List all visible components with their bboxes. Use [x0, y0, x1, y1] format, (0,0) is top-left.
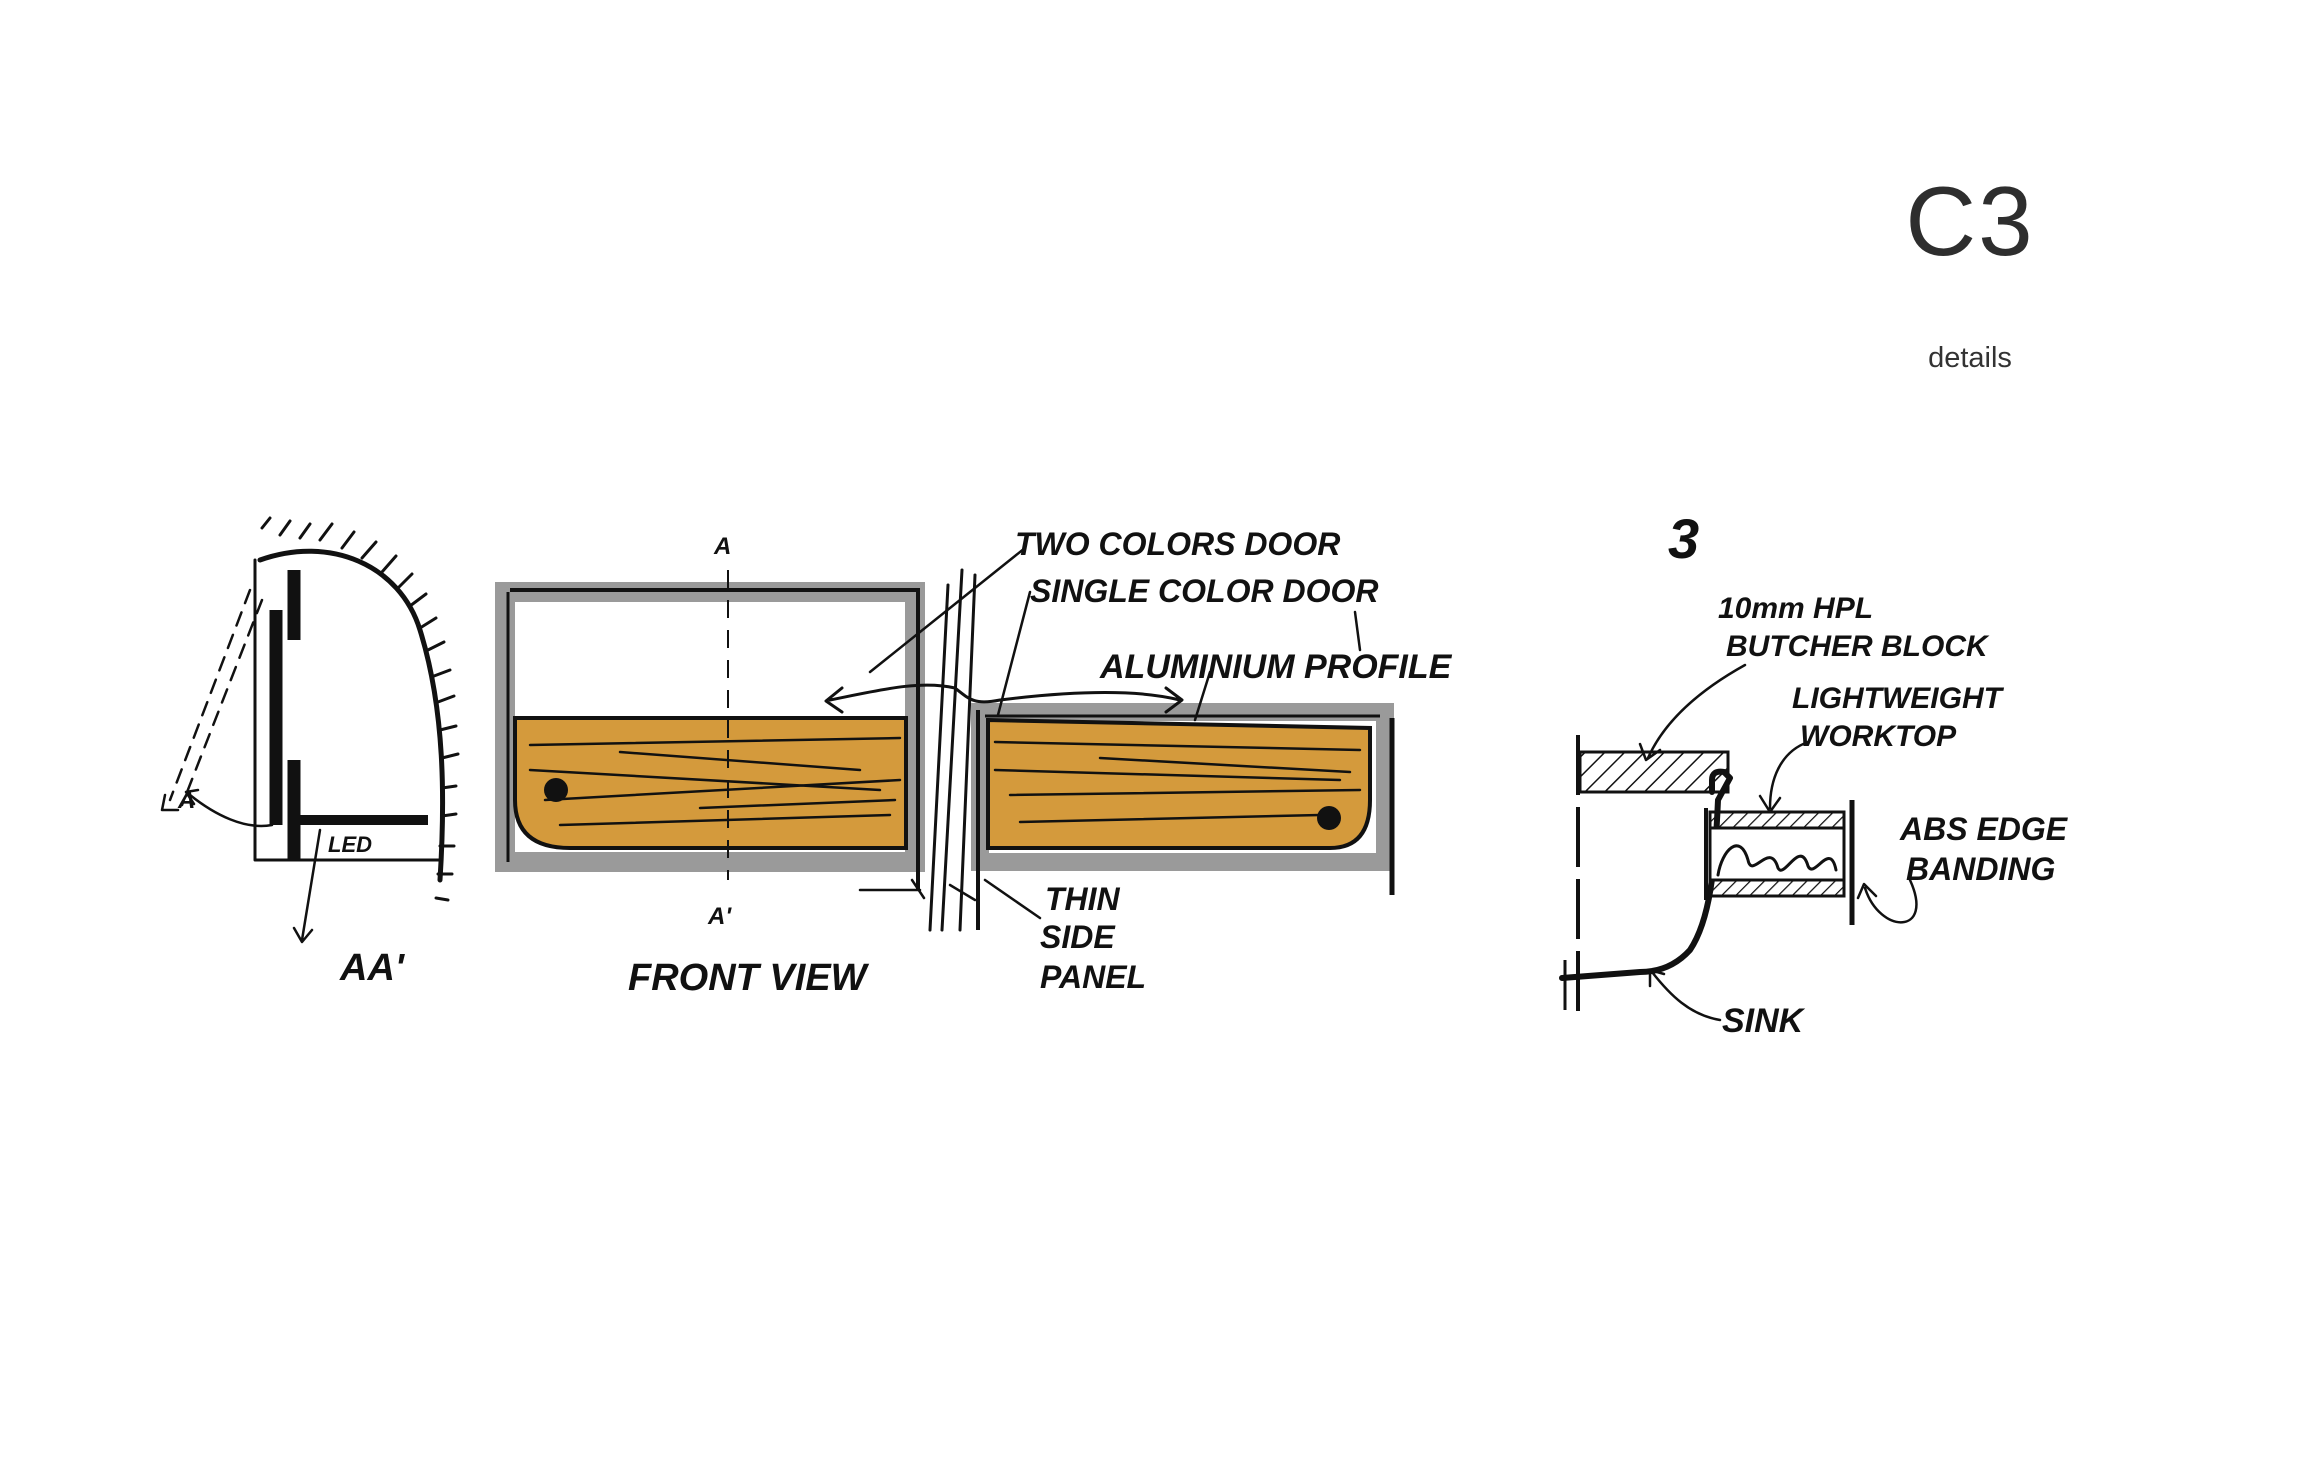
double-arrow [824, 683, 1184, 714]
section-led-label: LED [328, 832, 372, 857]
right-knob [1317, 806, 1341, 830]
page-code: C3 [1905, 166, 2035, 276]
detail-number: 3 [1668, 507, 1699, 570]
worktop-top-skin [1708, 810, 1846, 830]
section-caption: AA' [339, 947, 406, 989]
worktop-bottom-skin [1708, 878, 1846, 898]
front-mark-bottom: A' [707, 903, 732, 930]
section-leader-arrow [184, 788, 200, 806]
section-door-swing [168, 588, 264, 807]
sink-leader [1648, 968, 1722, 1022]
section-wall [257, 548, 446, 883]
front-dim-tick [858, 878, 926, 900]
front-wood-grain [528, 736, 902, 827]
section-outline [253, 558, 442, 862]
worktop-core [1708, 826, 1846, 882]
callout-two-colors: TWO COLORS DOOR [1015, 526, 1340, 562]
section-leader [188, 793, 274, 828]
callout-aluminium: ALUMINIUM PROFILE [1099, 648, 1453, 686]
section-led-arrow [292, 828, 322, 944]
hpl-line-1: 10mm HPL [1718, 592, 1873, 625]
thin-side-leader [983, 878, 1042, 920]
worktop-line-2: WORKTOP [1800, 720, 1957, 753]
single-color-leader [996, 590, 1032, 717]
section-aa-drawing: A LED AA' [160, 516, 460, 989]
callout-panel: PANEL [1040, 959, 1146, 995]
hpl-line-2: BUTCHER BLOCK [1726, 630, 1990, 663]
section-mark-a: A [177, 787, 195, 814]
callout-single-color: SINGLE COLOR DOOR [1030, 573, 1378, 609]
butcher-block [1578, 750, 1730, 794]
right-cabinet-drawing [971, 703, 1395, 930]
right-wood-door [986, 717, 1372, 850]
front-view-drawing: A A' FRONT VIEW [495, 533, 926, 999]
detail-3-drawing: 3 10mm HPL BUTCHER BLOCK LIGHTWEIGHT WOR [1559, 507, 2069, 1040]
callout-thin: THIN [1045, 881, 1121, 917]
side-panel-lines [928, 568, 977, 932]
front-knob [544, 778, 568, 802]
page-subtitle: details [1928, 342, 2012, 374]
front-callouts: TWO COLORS DOOR SINGLE COLOR DOOR ALUMIN… [824, 526, 1453, 995]
abs-line-1: ABS EDGE [1899, 811, 2069, 847]
abs-line-2: BANDING [1906, 851, 2055, 887]
hpl-leader [1638, 663, 1747, 762]
worktop-leader [1758, 740, 1810, 814]
abs-leader [1856, 878, 1918, 924]
front-wood-door [513, 716, 908, 850]
front-caption: FRONT VIEW [628, 957, 870, 999]
right-wood-grain [993, 740, 1362, 824]
worktop-line-1: LIGHTWEIGHT [1792, 682, 2005, 715]
two-colors-leader [868, 546, 1027, 674]
sink-label: SINK [1722, 1002, 1806, 1040]
front-mark-top: A [713, 533, 731, 560]
callout-side: SIDE [1040, 919, 1116, 955]
section-swing-end [160, 793, 180, 812]
worktop-core-pattern [1716, 844, 1838, 877]
aluminium-leader [1193, 670, 1212, 722]
aluminium-end [1353, 610, 1362, 652]
section-wall-hatch [260, 516, 460, 902]
